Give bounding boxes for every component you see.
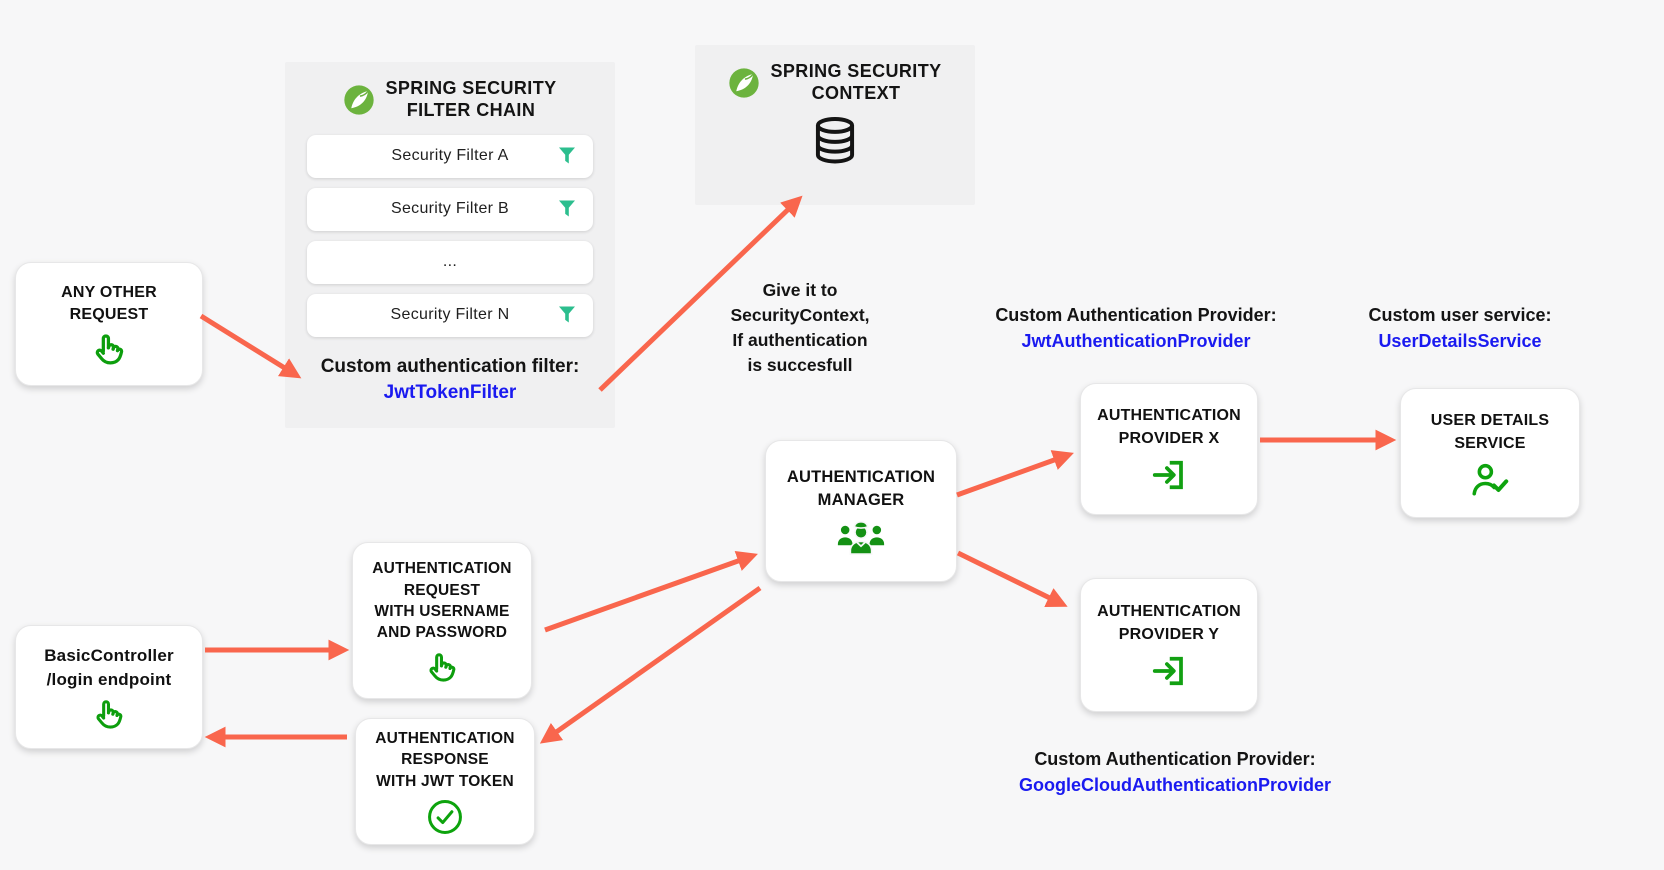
- arrow-manager-to-provider-x: [956, 450, 1074, 498]
- security-context-header: SPRING SECURITY CONTEXT: [695, 45, 975, 105]
- node-label-line: AUTHENTICATION: [1097, 407, 1241, 425]
- filter-row-label: Security Filter A: [391, 147, 509, 165]
- title-line: CONTEXT: [811, 82, 901, 103]
- node-label-line: REQUEST: [69, 305, 149, 323]
- team-icon: [837, 520, 885, 555]
- login-icon: [1152, 460, 1183, 490]
- funnel-icon: [559, 147, 575, 164]
- filter-chain-panel: SPRING SECURITY FILTER CHAIN Security Fi…: [285, 62, 615, 428]
- node-label-line: PROVIDER X: [1118, 429, 1220, 447]
- annotation-line: If authentication: [732, 329, 868, 350]
- give-to-context-annotation: Give it to SecurityContext, If authentic…: [690, 278, 910, 377]
- login-icon: [1152, 656, 1183, 686]
- title-line: SPRING SECURITY: [770, 61, 942, 81]
- node-label: AUTHENTICATION MANAGER: [787, 466, 935, 511]
- filter-row-ellipsis: ...: [307, 240, 593, 284]
- title-line: SPRING SECURITY: [385, 78, 557, 98]
- annotation-line: SecurityContext,: [730, 304, 870, 325]
- authentication-provider-y-node: AUTHENTICATION PROVIDER Y: [1080, 578, 1258, 712]
- user-details-service-node: USER DETAILS SERVICE: [1400, 388, 1580, 518]
- filter-row-label: Security Filter N: [390, 306, 510, 324]
- funnel-icon: [559, 306, 575, 323]
- hand-point-icon: [95, 334, 124, 365]
- arrow-manager-to-authresponse: [539, 585, 762, 744]
- authentication-provider-x-node: AUTHENTICATION PROVIDER X: [1080, 383, 1258, 515]
- google-cloud-authentication-provider-classname: GoogleCloudAuthenticationProvider: [1018, 775, 1331, 796]
- node-label-line: AUTHENTICATION: [375, 729, 515, 747]
- node-label: AUTHENTICATION REQUEST WITH USERNAME AND…: [372, 558, 511, 644]
- node-label-line: AUTHENTICATION: [786, 468, 936, 487]
- node-label: AUTHENTICATION PROVIDER X: [1097, 405, 1241, 450]
- node-label: AUTHENTICATION PROVIDER Y: [1097, 601, 1241, 646]
- hand-point-icon: [429, 652, 456, 682]
- filter-row-a: Security Filter A: [307, 134, 593, 178]
- node-label-line: BasicController: [44, 645, 174, 665]
- node-label-line: /login endpoint: [46, 669, 172, 689]
- google-provider-annotation: Custom Authentication Provider: GoogleCl…: [1000, 746, 1350, 798]
- node-label-line: AUTHENTICATION: [372, 560, 512, 578]
- security-context-title: SPRING SECURITY CONTEXT: [770, 61, 941, 105]
- custom-filter-caption: Custom authentication filter: JwtTokenFi…: [285, 354, 615, 405]
- user-details-service-classname: UserDetailsService: [1378, 331, 1542, 352]
- title-line: FILTER CHAIN: [406, 99, 536, 120]
- authentication-manager-node: AUTHENTICATION MANAGER: [765, 440, 957, 582]
- node-label-line: PROVIDER Y: [1118, 625, 1220, 643]
- node-label-line: RESPONSE: [401, 751, 489, 769]
- authentication-request-node: AUTHENTICATION REQUEST WITH USERNAME AND…: [352, 542, 532, 699]
- filter-rows: Security Filter A Security Filter B ... …: [307, 134, 593, 337]
- node-label-line: MANAGER: [817, 490, 905, 509]
- user-check-icon: [1469, 462, 1511, 496]
- node-label: ANY OTHER REQUEST: [61, 282, 157, 325]
- annotation-title: Custom Authentication Provider:: [1034, 749, 1316, 769]
- node-label-line: AND PASSWORD: [376, 624, 508, 642]
- arrow-request-to-filter: [199, 313, 302, 379]
- arrow-authrequest-to-manager: [544, 551, 758, 633]
- funnel-icon: [559, 200, 575, 217]
- user-service-annotation: Custom user service: UserDetailsService: [1325, 302, 1595, 354]
- arrow-manager-to-provider-y: [956, 550, 1068, 607]
- node-label-line: AUTHENTICATION: [1097, 603, 1241, 621]
- node-label-line: REQUEST: [403, 581, 481, 599]
- jwt-token-filter-classname: JwtTokenFilter: [383, 381, 517, 403]
- node-label: USER DETAILS SERVICE: [1431, 410, 1550, 455]
- annotation-title: Custom Authentication Provider:: [995, 305, 1277, 325]
- spring-leaf-icon: [729, 67, 760, 99]
- database-icon: [815, 116, 855, 164]
- node-label-line: WITH JWT TOKEN: [376, 772, 514, 790]
- custom-filter-caption-text: Custom authentication filter:: [320, 355, 580, 377]
- authentication-response-node: AUTHENTICATION RESPONSE WITH JWT TOKEN: [355, 718, 535, 845]
- check-circle-icon: [428, 800, 462, 835]
- node-label-line: WITH USERNAME: [374, 603, 510, 620]
- security-context-panel: SPRING SECURITY CONTEXT: [695, 45, 975, 205]
- annotation-title: Custom user service:: [1368, 305, 1552, 325]
- annotation-line: Give it to: [762, 280, 838, 300]
- spring-leaf-icon: [344, 84, 375, 116]
- jwt-provider-annotation: Custom Authentication Provider: JwtAuthe…: [966, 302, 1306, 354]
- filter-chain-title: SPRING SECURITY FILTER CHAIN: [385, 78, 556, 122]
- hand-point-icon: [96, 700, 123, 729]
- filter-chain-header: SPRING SECURITY FILTER CHAIN: [285, 62, 615, 122]
- node-label: BasicController /login endpoint: [44, 644, 174, 692]
- node-label-line: SERVICE: [1454, 434, 1526, 452]
- filter-row-label: ...: [442, 253, 458, 271]
- jwt-authentication-provider-classname: JwtAuthenticationProvider: [1021, 331, 1251, 352]
- node-label-line: ANY OTHER: [61, 283, 157, 301]
- filter-row-n: Security Filter N: [307, 293, 593, 337]
- annotation-line: is succesfull: [747, 354, 853, 375]
- filter-row-b: Security Filter B: [307, 187, 593, 231]
- node-label-line: USER DETAILS: [1430, 412, 1550, 430]
- any-other-request-node: ANY OTHER REQUEST: [15, 262, 203, 386]
- basic-controller-node: BasicController /login endpoint: [15, 625, 203, 749]
- node-label: AUTHENTICATION RESPONSE WITH JWT TOKEN: [375, 728, 514, 792]
- filter-row-label: Security Filter B: [390, 200, 509, 218]
